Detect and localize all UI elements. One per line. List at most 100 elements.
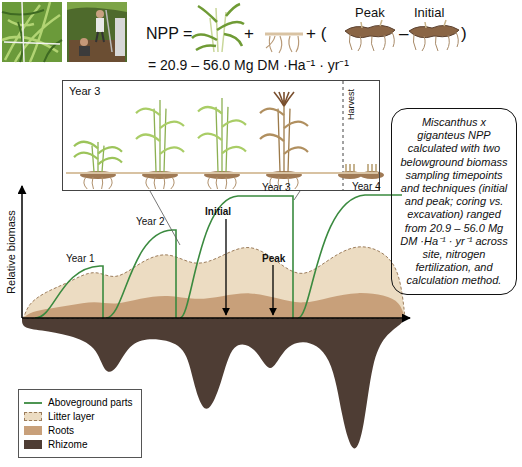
plant-drawing [260,109,284,116]
year-label: Year 3 [262,182,291,193]
year-label: Year 2 [136,216,165,227]
shoot-icon [192,4,244,52]
legend-swatch [24,412,42,421]
timepoint-arrow [226,219,273,315]
field-photo [2,2,62,62]
plant-drawing [164,109,166,172]
legend-entry: Litter layer [24,411,136,422]
plant-drawing [98,147,122,154]
sampling-photo [106,10,112,52]
plant-drawing [92,177,93,189]
plant-drawing [226,177,227,189]
zoom-line [150,191,300,245]
plant-drawing [279,92,284,106]
equation-operator: + [244,25,254,44]
plant-drawing [284,92,294,106]
aboveground-curve [35,266,103,318]
summary-text: Miscanthus x giganteus NPP calculated wi… [397,116,511,287]
biomass-layers [22,247,405,449]
plant-drawing [222,147,246,154]
plant-drawing [74,142,98,149]
plant-drawing [66,172,378,174]
plant-drawing [160,147,184,154]
field-photo [4,2,60,62]
zoom-line [294,191,300,200]
plant-drawing [288,109,290,172]
plant-drawing [371,164,373,172]
plant-drawing [84,177,87,189]
plant-drawing [222,120,246,127]
equation-term: NPP = [146,25,192,43]
plant-drawing [159,100,160,172]
plant-drawing [66,92,384,189]
axis [21,186,23,318]
sampling-photo [67,2,127,62]
rhizome-icon [345,20,459,51]
plant-drawing [154,177,155,189]
legend-entry: Aboveground parts [24,397,136,408]
plant-drawing [136,100,184,189]
plant-drawing [109,177,112,189]
plant-drawing [216,177,217,189]
timepoint-arrow [225,219,226,315]
plant-drawing [136,109,160,116]
equation-term: Peak [355,6,385,20]
plant-drawing [338,164,362,179]
plant-drawing [164,177,165,189]
legend-text: Aboveground parts [48,397,133,408]
plant-drawing [160,122,184,129]
equation-result: = 20.9 – 56.0 Mg DM ·Ha⁻¹ · yr⁻¹ [148,58,349,73]
rhizome-icon [345,20,395,51]
plant-drawing [353,164,355,172]
plant-drawing [92,146,94,172]
field-photo [2,2,60,62]
plant-drawing [260,92,308,189]
plant-drawing [198,134,222,141]
biomass-layers [22,247,405,318]
field-photo [2,2,62,62]
shoot-icon [192,4,244,50]
legend-box: Aboveground partsLitter layerRootsRhizom… [18,389,142,458]
plant-drawing [198,107,222,114]
aboveground-curve [298,195,402,318]
timepoint-arrow [272,265,273,315]
panel-title: Year 3 [69,85,100,98]
plant-drawing [208,177,211,189]
plant-drawing [284,147,308,154]
plant-drawing [360,164,384,179]
legend-text: Litter layer [48,411,95,422]
axis [22,186,410,318]
sampling-photo [80,38,88,46]
biomass-layers [22,293,405,318]
aboveground-curve [106,230,176,318]
inset-panel: Year 3Harvest [62,80,380,191]
plant-drawing [349,164,351,172]
axis-title: Relative biomass [5,210,17,294]
plant-drawing [221,98,222,172]
legend-entry: Roots [24,425,136,436]
timepoint-label: Initial [205,206,231,217]
field-photo [2,10,62,62]
litter-root-icon [266,36,299,53]
equation-term: Initial [414,6,444,20]
legend-swatch [24,440,42,449]
plant-drawing [146,177,149,189]
plant-drawing [278,109,280,172]
plant-drawing [216,107,218,172]
plant-drawing [74,153,98,160]
sampling-photo [96,32,104,42]
sampling-photo [67,2,127,12]
plant-drawing [367,164,369,172]
sampling-photo [67,2,127,62]
axis [22,317,410,319]
plant-drawing [198,98,246,189]
timepoint-label: Peak [262,253,285,264]
legend-entry: Rhizome [24,439,136,450]
summary-box: Miscanthus x giganteus NPP calculated wi… [391,108,517,295]
sampling-photo [96,18,104,32]
litter-root-icon [265,33,303,36]
plant-drawing [98,158,122,165]
plant-drawing [274,92,284,106]
plant-drawing [171,177,174,189]
